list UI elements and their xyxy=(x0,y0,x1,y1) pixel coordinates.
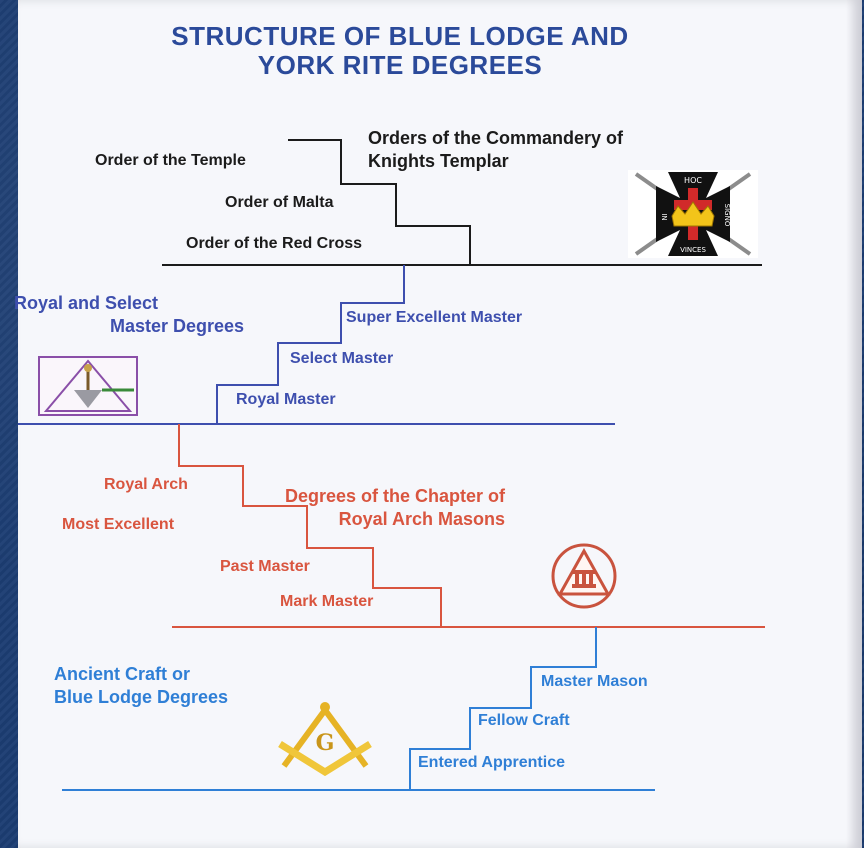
blue-lodge-steps xyxy=(409,627,597,790)
title-line-1: STRUCTURE OF BLUE LODGE AND xyxy=(171,21,629,51)
square-compasses-icon: G xyxy=(270,700,380,777)
svg-text:VINCES: VINCES xyxy=(680,246,706,254)
cryptic-heading-line-2: Master Degrees xyxy=(110,315,245,336)
cryptic-heading: Royal and Select Master Degrees xyxy=(14,292,244,337)
step-master-mason: Master Mason xyxy=(541,673,648,690)
blue-lodge-heading: Ancient Craft or Blue Lodge Degrees xyxy=(54,663,228,708)
step-order-of-the-temple: Order of the Temple xyxy=(95,152,246,169)
step-most-excellent: Most Excellent xyxy=(62,516,175,533)
chapter-heading-line-1: Degrees of the Chapter of xyxy=(285,486,506,506)
page-title: STRUCTURE OF BLUE LODGE AND YORK RITE DE… xyxy=(60,22,740,79)
step-royal-arch: Royal Arch xyxy=(104,476,188,493)
blue-lodge-heading-line-1: Ancient Craft or xyxy=(54,664,191,684)
step-select-master: Select Master xyxy=(290,350,394,367)
commandery-heading-line-1: Orders of the Commandery of xyxy=(368,128,624,148)
svg-text:IN: IN xyxy=(660,213,668,220)
cryptic-heading-line-1: Royal and Select xyxy=(14,293,159,313)
title-line-2: YORK RITE DEGREES xyxy=(257,49,543,80)
step-super-excellent-master: Super Excellent Master xyxy=(346,309,523,326)
commandery-staircase xyxy=(162,139,762,266)
triple-tau-icon xyxy=(550,542,618,610)
step-fellow-craft: Fellow Craft xyxy=(478,712,570,729)
step-entered-apprentice: Entered Apprentice xyxy=(418,754,565,771)
commandery-steps xyxy=(288,139,471,265)
commandery-heading-line-2: Knights Templar xyxy=(368,150,509,171)
chapter-heading: Degrees of the Chapter of Royal Arch Mas… xyxy=(285,485,505,530)
blue-lodge-heading-line-2: Blue Lodge Degrees xyxy=(54,686,229,707)
templar-cross-crown-icon: HOC VINCES IN SIGNO xyxy=(628,170,758,258)
step-mark-master: Mark Master xyxy=(280,593,374,610)
svg-text:G: G xyxy=(316,730,335,756)
step-order-of-the-red-cross: Order of the Red Cross xyxy=(186,235,363,252)
blue-lodge-staircase xyxy=(62,627,655,791)
step-past-master: Past Master xyxy=(220,558,310,575)
chapter-heading-line-2: Royal Arch Masons xyxy=(338,508,506,529)
commandery-heading: Orders of the Commandery of Knights Temp… xyxy=(368,127,623,172)
chapter-staircase xyxy=(172,424,765,628)
step-order-of-malta: Order of Malta xyxy=(225,194,334,211)
svg-text:SIGNO: SIGNO xyxy=(723,204,731,227)
triangle-trowel-icon xyxy=(38,356,138,416)
chapter-steps xyxy=(178,424,442,627)
step-royal-master: Royal Master xyxy=(236,391,336,408)
cryptic-steps xyxy=(216,265,405,424)
svg-text:HOC: HOC xyxy=(684,176,702,185)
cryptic-staircase xyxy=(18,265,615,425)
